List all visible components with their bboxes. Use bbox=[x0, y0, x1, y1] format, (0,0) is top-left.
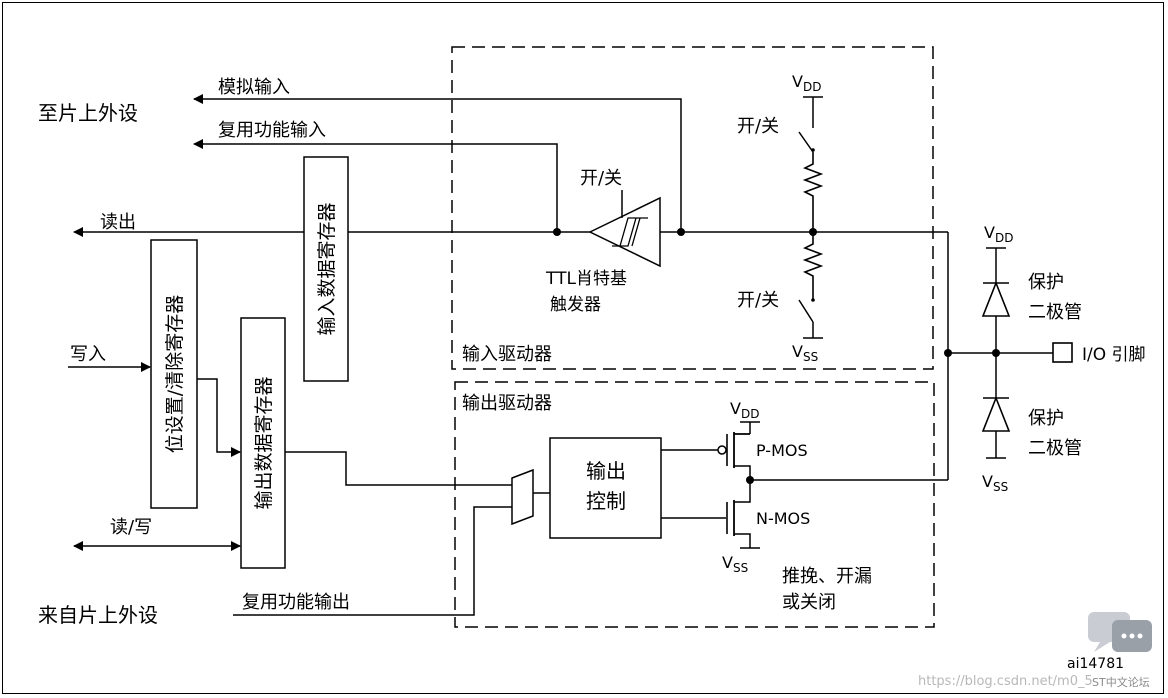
read-out-label: 读出 bbox=[100, 212, 136, 233]
diode-top-symbol bbox=[981, 280, 1011, 317]
input-driver-label: 输入驱动器 bbox=[462, 344, 552, 365]
watermark-url: https://blog.csdn.net/m0_5 bbox=[918, 674, 1093, 689]
output-control-label-line2: 控制 bbox=[586, 489, 626, 513]
switch-contact bbox=[811, 298, 815, 302]
ttl-schmitt-label-line1: TTL肖特基 bbox=[545, 269, 627, 289]
pullup-vdd-label: VDD bbox=[792, 72, 821, 94]
push-pull-label-line2: 或关闭 bbox=[782, 592, 836, 613]
from-onchip-peripheral-label: 来自片上外设 bbox=[38, 603, 158, 627]
io-pin-pad bbox=[1052, 342, 1073, 363]
figure-id: ai14781 bbox=[1067, 656, 1124, 672]
forum-chat-icon bbox=[1088, 612, 1152, 652]
alt-func-output-label: 复用功能输出 bbox=[242, 592, 350, 613]
schmitt-on-off-label: 开/关 bbox=[580, 168, 622, 189]
analog-input-label: 模拟输入 bbox=[218, 77, 290, 98]
protect-diode-bottom-line1: 保护 bbox=[1028, 408, 1064, 429]
protect-diode-top-line2: 二极管 bbox=[1028, 302, 1082, 323]
input-data-register-label: 输入数据寄存器 bbox=[316, 202, 338, 335]
write-in-label: 写入 bbox=[70, 344, 106, 365]
nmos-vss-label: VSS bbox=[722, 553, 748, 575]
junction-dot bbox=[677, 228, 685, 236]
watermark-brand: ST中文论坛 bbox=[1092, 675, 1150, 689]
protect-diode-bottom-line2: 二极管 bbox=[1028, 438, 1082, 459]
pulldown-resistor bbox=[802, 232, 824, 300]
input-driver-box bbox=[451, 46, 934, 370]
pmos-label: P-MOS bbox=[756, 441, 808, 460]
diode-bottom-symbol bbox=[981, 395, 1011, 432]
pmos-terminals bbox=[734, 433, 751, 480]
bit-set-reset-register bbox=[150, 239, 198, 509]
diode-vdd-label: VDD bbox=[984, 223, 1013, 245]
bsrr-to-odr-wire bbox=[197, 378, 241, 457]
pulldown-switch bbox=[798, 299, 814, 323]
protect-diode-top-line1: 保护 bbox=[1028, 272, 1064, 293]
output-data-register-label: 输出数据寄存器 bbox=[253, 376, 275, 509]
switch-contact bbox=[811, 148, 815, 152]
input-data-register bbox=[303, 156, 349, 382]
pulldown-vss-label: VSS bbox=[792, 342, 818, 364]
io-pin-label: I/O 引脚 bbox=[1082, 345, 1146, 365]
pullup-switch bbox=[798, 131, 814, 153]
junction-dot bbox=[944, 349, 952, 357]
output-control-label-line1: 输出 bbox=[586, 459, 626, 483]
to-onchip-peripheral-label: 至片上外设 bbox=[38, 101, 138, 125]
output-mux bbox=[511, 468, 534, 526]
alt-func-input-label: 复用功能输入 bbox=[218, 120, 326, 141]
junction-dot bbox=[553, 228, 561, 236]
output-driver-box bbox=[454, 381, 935, 628]
ttl-schmitt-label-line2: 触发器 bbox=[550, 295, 601, 315]
nmos-terminals bbox=[734, 480, 751, 548]
push-pull-label-line1: 推挽、开漏 bbox=[782, 566, 872, 587]
schmitt-trigger-symbol bbox=[588, 196, 661, 268]
analog-input-wire bbox=[193, 94, 682, 232]
output-control-box bbox=[549, 437, 662, 539]
hysteresis-icon bbox=[612, 217, 648, 247]
pulldown-on-off-label: 开/关 bbox=[737, 290, 779, 311]
pullup-on-off-label: 开/关 bbox=[737, 116, 779, 137]
pmos-gate-bubble bbox=[717, 445, 727, 455]
diode-vss-label: VSS bbox=[982, 472, 1008, 494]
alt-func-output-wire bbox=[233, 506, 512, 616]
read-write-label: 读/写 bbox=[110, 517, 152, 538]
output-driver-label: 输出驱动器 bbox=[462, 393, 552, 414]
bit-set-reset-register-label: 位设置/清除寄存器 bbox=[164, 295, 186, 453]
pullup-resistor bbox=[802, 152, 824, 232]
pmos-vdd-label: VDD bbox=[730, 399, 759, 421]
nmos-label: N-MOS bbox=[756, 509, 810, 528]
odr-to-mux-wire bbox=[285, 451, 512, 486]
output-data-register bbox=[240, 317, 286, 569]
alt-func-input-wire bbox=[193, 139, 558, 232]
